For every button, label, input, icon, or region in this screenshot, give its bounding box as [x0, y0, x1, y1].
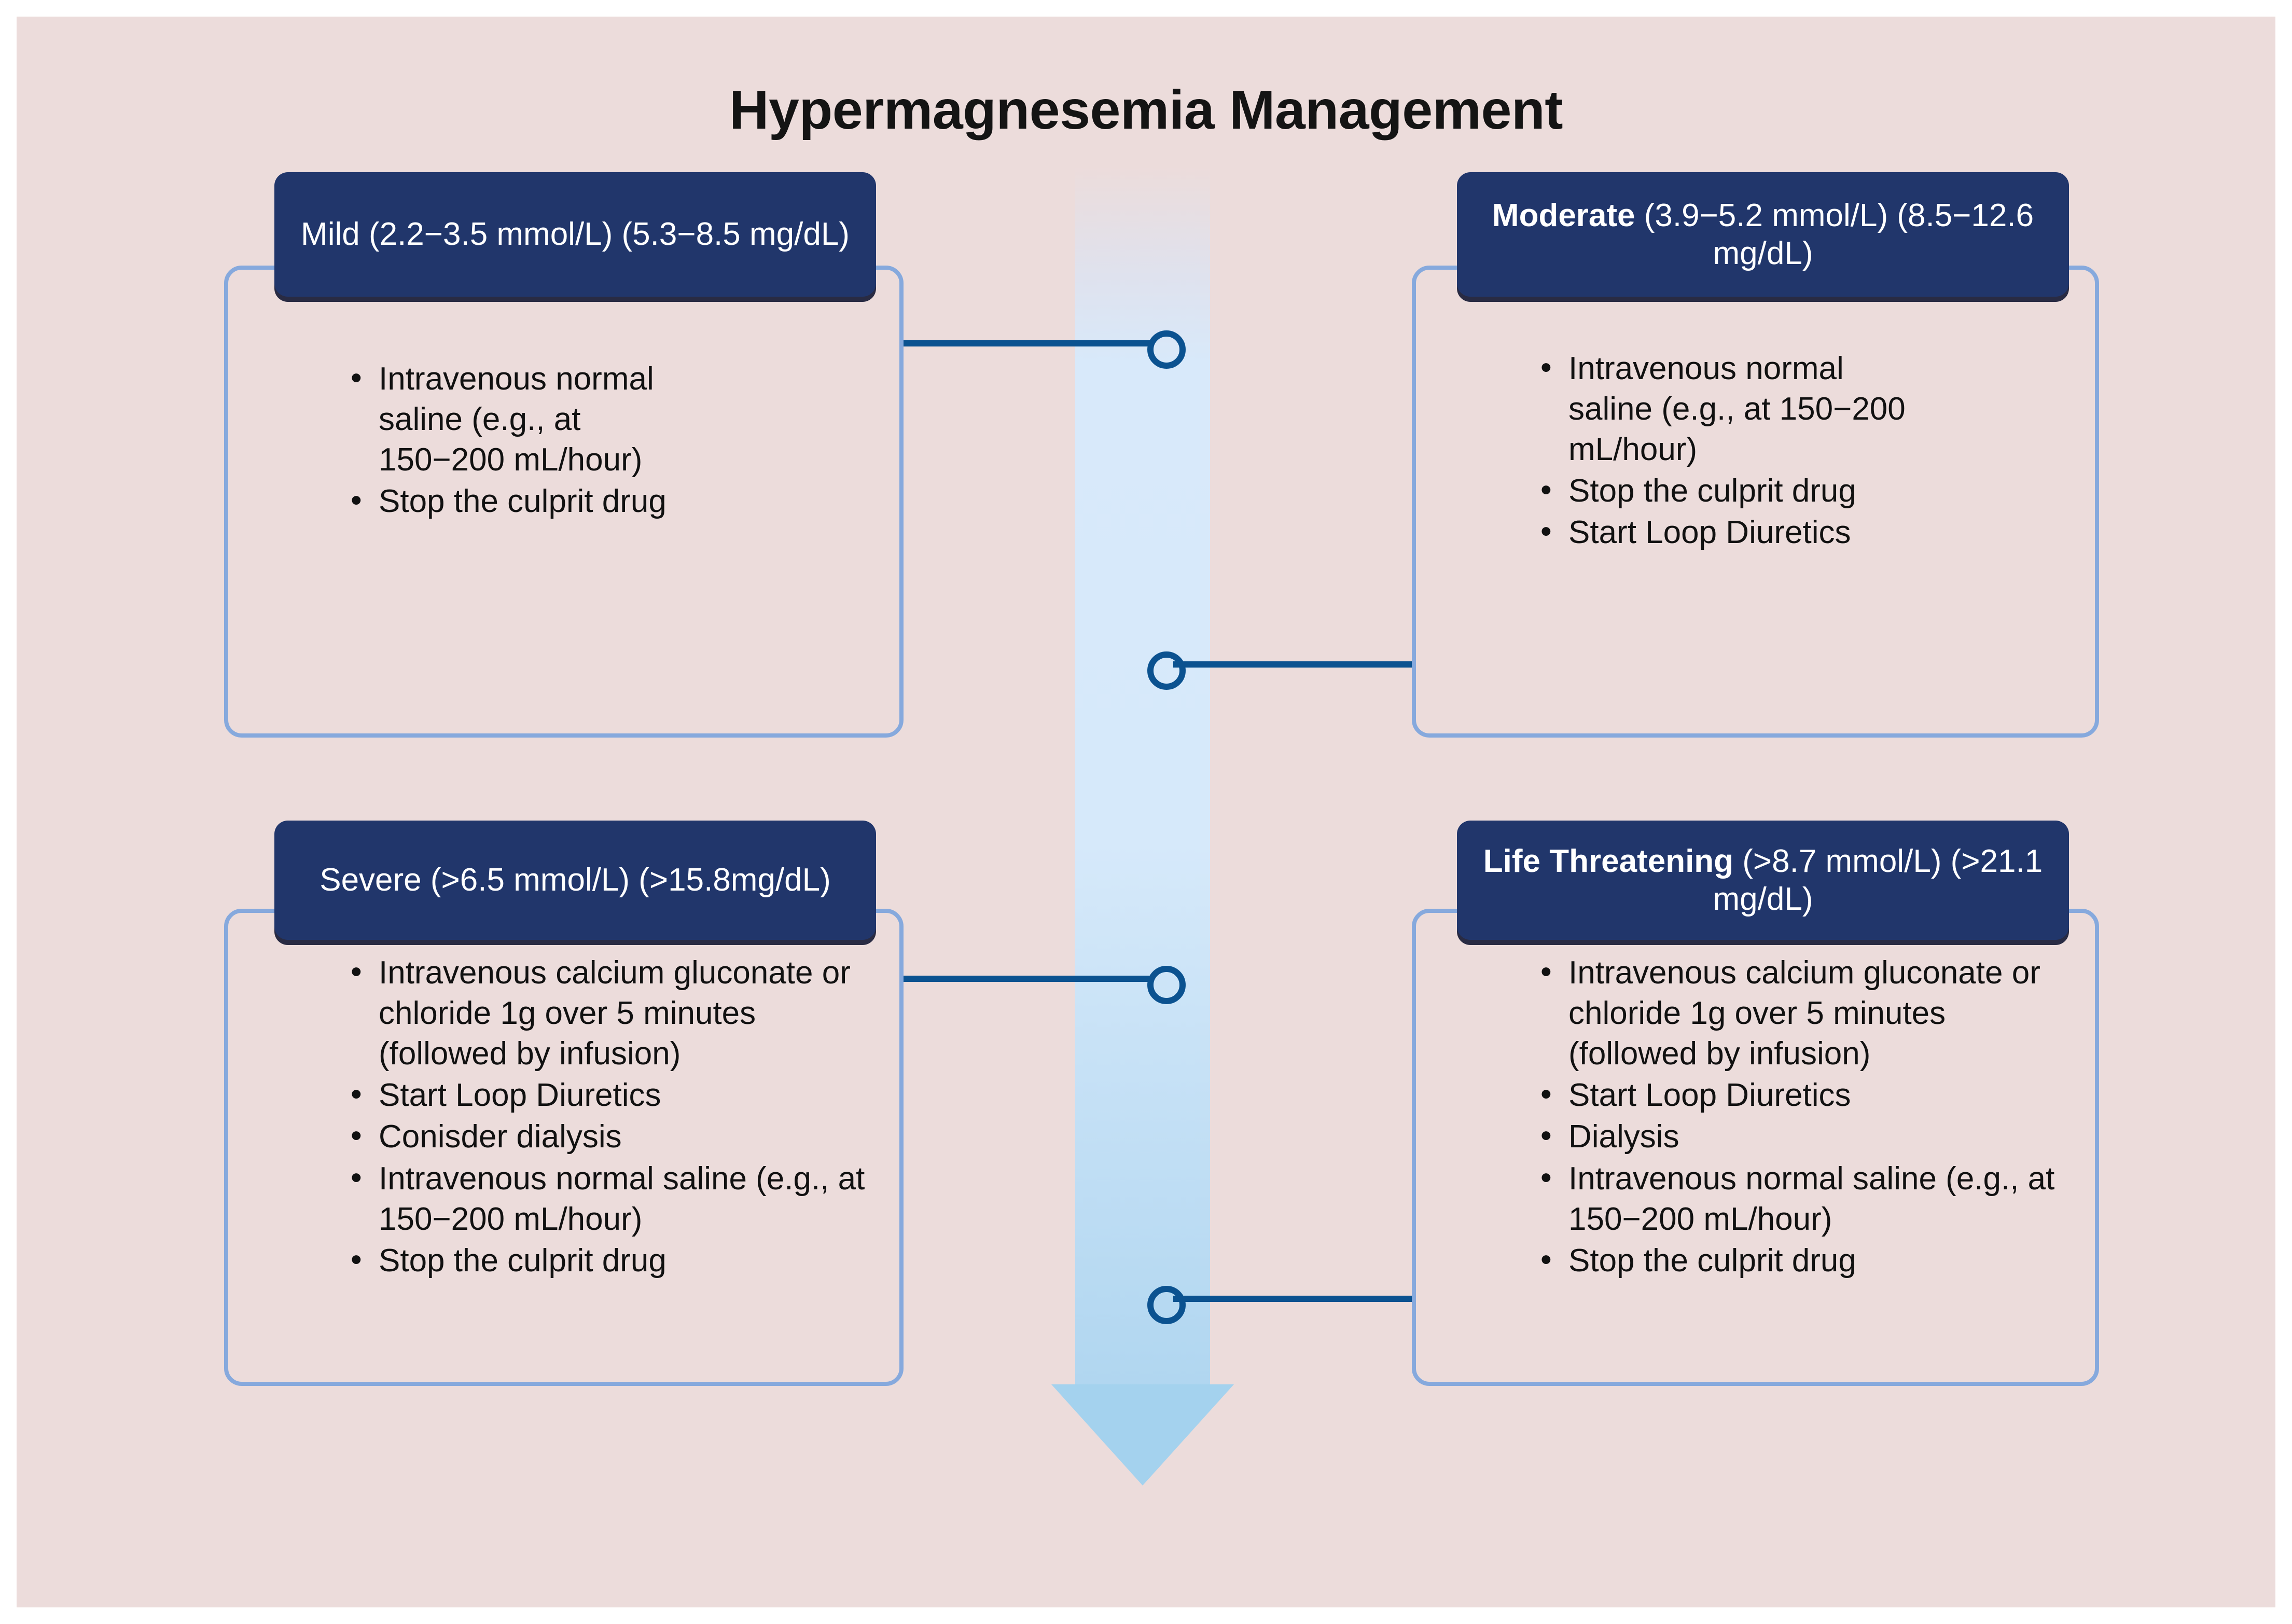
connector-node-moderate	[1147, 651, 1186, 690]
severity-label-severe: Severe (>6.5 mmol/L) (>15.8mg/dL)	[320, 862, 831, 898]
severity-label-life-threatening: Life Threatening (>8.7 mmol/L) (>21.1 mg…	[1470, 842, 2055, 918]
list-item: Start Loop Diuretics	[1536, 511, 1910, 553]
page-title: Hypermagnesemia Management	[729, 79, 1563, 141]
card-header-severe: Severe (>6.5 mmol/L) (>15.8mg/dL)	[274, 821, 876, 940]
connector-node-mild	[1147, 330, 1186, 369]
severity-range-life-threatening: (>8.7 mmol/L) (>21.1 mg/dL)	[1713, 843, 2043, 917]
connector-node-life-threatening	[1147, 1286, 1186, 1324]
list-item: Intravenous normal saline (e.g., at 150−…	[1536, 348, 1910, 470]
bullet-list-moderate: Intravenous normal saline (e.g., at 150−…	[1536, 348, 1910, 554]
list-item: Stop the culprit drug	[1536, 470, 1910, 511]
list-item: Conisder dialysis	[346, 1116, 865, 1157]
diagram-panel: Hypermagnesemia Management Mild (2.2−3.5…	[17, 17, 2275, 1607]
severity-name-moderate: Moderate	[1492, 197, 1635, 233]
connector-line-moderate	[1173, 661, 1413, 668]
list-item: Intravenous normal saline (e.g., at 150−…	[346, 358, 689, 480]
list-item: Intravenous normal saline (e.g., at 150−…	[346, 1158, 865, 1240]
list-item: Intravenous normal saline (e.g., at 150−…	[1536, 1158, 2060, 1240]
severity-label-mild: Mild (2.2−3.5 mmol/L) (5.3−8.5 mg/dL)	[301, 216, 850, 253]
card-header-life-threatening: Life Threatening (>8.7 mmol/L) (>21.1 mg…	[1457, 821, 2069, 940]
list-item: Stop the culprit drug	[346, 1240, 865, 1281]
list-item: Stop the culprit drug	[346, 480, 689, 522]
bullet-list-mild: Intravenous normal saline (e.g., at 150−…	[346, 358, 689, 523]
severity-arrow-shaft	[1075, 166, 1210, 1393]
list-item: Dialysis	[1536, 1116, 2060, 1157]
bullet-list-severe: Intravenous calcium gluconate or chlorid…	[346, 952, 865, 1282]
list-item: Intravenous calcium gluconate or chlorid…	[1536, 952, 2060, 1074]
list-item: Intravenous calcium gluconate or chlorid…	[346, 952, 865, 1074]
card-header-moderate: Moderate (3.9−5.2 mmol/L) (8.5−12.6 mg/d…	[1457, 172, 2069, 297]
severity-arrow-head	[1051, 1384, 1234, 1486]
severity-range-moderate: (3.9−5.2 mmol/L) (8.5−12.6 mg/dL)	[1635, 197, 2034, 271]
connector-line-life-threatening	[1173, 1296, 1413, 1302]
connector-line-mild	[904, 340, 1154, 346]
connector-node-severe	[1147, 966, 1186, 1004]
severity-name-life-threatening: Life Threatening	[1483, 843, 1734, 879]
list-item: Start Loop Diuretics	[346, 1074, 865, 1116]
bullet-list-life-threatening: Intravenous calcium gluconate or chlorid…	[1536, 952, 2060, 1282]
card-header-mild: Mild (2.2−3.5 mmol/L) (5.3−8.5 mg/dL)	[274, 172, 876, 297]
connector-line-severe	[904, 976, 1154, 982]
severity-label-moderate: Moderate (3.9−5.2 mmol/L) (8.5−12.6 mg/d…	[1470, 197, 2055, 272]
list-item: Stop the culprit drug	[1536, 1240, 2060, 1281]
list-item: Start Loop Diuretics	[1536, 1074, 2060, 1116]
